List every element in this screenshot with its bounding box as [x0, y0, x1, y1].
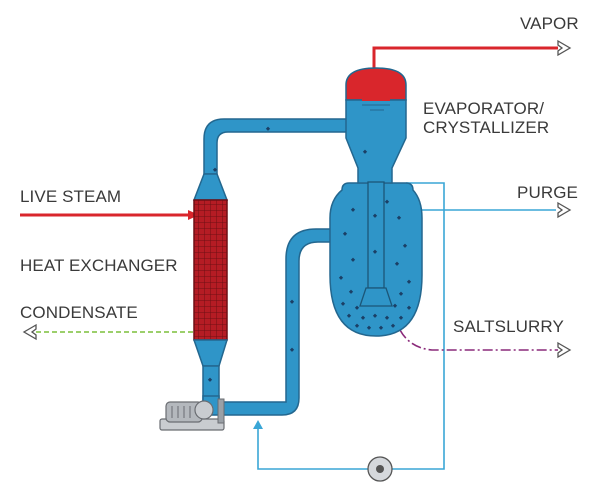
heat-exchanger	[192, 173, 229, 409]
evaporator-vessel	[345, 67, 407, 307]
recycle-line	[257, 182, 445, 470]
salt-slurry-label: SALTSLURRY	[453, 317, 564, 336]
return-pipe	[202, 228, 333, 416]
condensate-arrow-icon	[22, 323, 37, 341]
evaporator-label-line1: EVAPORATOR/	[423, 99, 545, 118]
live-steam-label: LIVE STEAM	[20, 187, 122, 206]
pump-icon	[159, 398, 225, 431]
heat-exchanger-label: HEAT EXCHANGER	[20, 256, 178, 275]
evaporator-label-line2: CRYSTALLIZER	[423, 118, 550, 137]
vapor-label: VAPOR	[520, 14, 579, 33]
vapor-line	[372, 46, 558, 68]
crystal-particles	[207, 126, 412, 382]
circulation-pump-icon	[367, 456, 393, 482]
top-pipe	[203, 118, 350, 175]
purge-label: PURGE	[517, 183, 578, 202]
purge-arrow-icon	[557, 201, 572, 219]
recycle-arrowhead	[253, 420, 263, 429]
condensate-label: CONDENSATE	[20, 303, 138, 322]
salt-slurry-line	[399, 329, 558, 351]
salt-slurry-arrow-icon	[557, 341, 572, 359]
vapor-arrow-icon	[557, 39, 572, 57]
